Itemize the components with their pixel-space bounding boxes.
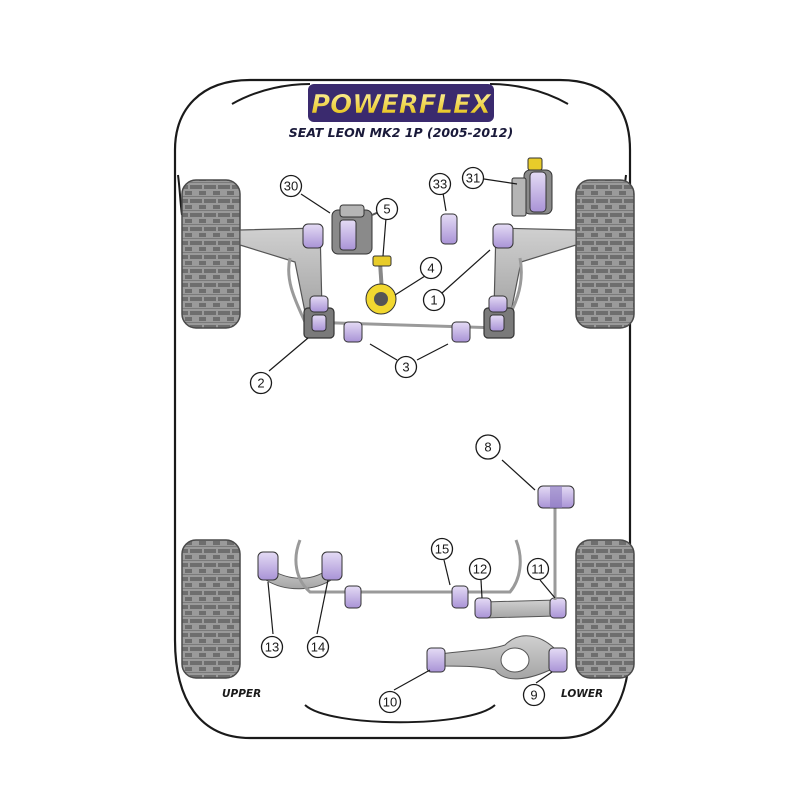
rear-anti-roll-bar — [294, 539, 522, 594]
engine-mount-icon — [331, 204, 389, 255]
callout-circle — [526, 557, 550, 581]
callout-number: 1 — [430, 293, 437, 308]
logo-text: POWERFLEX — [311, 90, 493, 120]
upper-label: UPPER — [222, 688, 261, 700]
callout-number: 31 — [466, 171, 480, 186]
callout-15: 15 — [430, 537, 454, 561]
leader-lines — [267, 178, 556, 691]
rear-lower-arm — [426, 635, 568, 680]
callout-number: 4 — [427, 261, 434, 276]
callout-circle — [279, 174, 303, 198]
front-right-rear-bush — [488, 295, 508, 313]
callout-1: 1 — [422, 288, 446, 312]
front-left-wheel — [181, 179, 241, 329]
front-left-subframe-mount — [303, 307, 335, 339]
gearbox-mount — [511, 157, 553, 217]
callout-circle — [375, 197, 399, 221]
callout-circle — [428, 172, 452, 196]
callout-33: 33 — [428, 172, 452, 196]
callout-number: 8 — [484, 440, 491, 455]
front-left-rear-bush — [309, 295, 329, 313]
front-right-subframe-mount — [483, 307, 515, 339]
callout-circle — [394, 355, 418, 379]
callout-number: 11 — [531, 562, 545, 577]
front-right-wishbone-bush — [492, 223, 514, 249]
callout-circle — [378, 690, 402, 714]
car-body-outline — [173, 78, 632, 740]
torque-link-insert — [365, 283, 397, 315]
callout-10: 10 — [378, 690, 402, 714]
callout-14: 14 — [306, 635, 330, 659]
callout-number: 9 — [530, 688, 537, 703]
callout-number: 2 — [257, 376, 264, 391]
callout-circle — [260, 635, 284, 659]
callout-circle — [468, 557, 492, 581]
callout-5: 5 — [375, 197, 399, 221]
front-left-wishbone-bush — [302, 223, 324, 249]
vehicle-subtitle: SEAT LEON MK2 1P (2005-2012) — [289, 125, 513, 140]
callout-number: 14 — [311, 640, 325, 655]
callout-circle — [461, 166, 485, 190]
rear-left-wheel — [181, 539, 241, 679]
callout-circle — [422, 288, 446, 312]
callout-4: 4 — [419, 256, 443, 280]
callout-circle — [522, 683, 546, 707]
powerflex-logo: POWERFLEX — [308, 84, 494, 122]
rear-drop-link — [537, 485, 575, 600]
callout-31: 31 — [461, 166, 485, 190]
callout-number: 15 — [435, 542, 449, 557]
callout-9: 9 — [522, 683, 546, 707]
callout-number: 5 — [383, 202, 390, 217]
front-arb-bush-right — [451, 321, 471, 343]
callout-number: 30 — [284, 179, 298, 194]
callout-30: 30 — [279, 174, 303, 198]
callout-11: 11 — [526, 557, 550, 581]
callout-number: 33 — [433, 177, 447, 192]
callout-circle — [430, 537, 454, 561]
callout-3: 3 — [394, 355, 418, 379]
callout-circle — [475, 434, 501, 460]
callout-number: 10 — [383, 695, 397, 710]
rear-upper-arm-bush-outer — [321, 551, 343, 581]
front-right-wheel — [575, 179, 635, 329]
callout-number: 3 — [402, 360, 409, 375]
rear-right-wheel — [575, 539, 635, 679]
callout-12: 12 — [468, 557, 492, 581]
callout-number: 12 — [473, 562, 487, 577]
callout-13: 13 — [260, 635, 284, 659]
callout-circle — [306, 635, 330, 659]
rear-upper-arm-bush-inner — [257, 551, 279, 581]
callout-circle — [419, 256, 443, 280]
lower-label: LOWER — [561, 688, 603, 700]
rear-arb-bush-left — [344, 585, 362, 609]
front-arb-bush-left — [343, 321, 363, 343]
rear-toe-arm — [474, 597, 567, 619]
dogbone-bush — [440, 213, 458, 245]
callout-2: 2 — [249, 371, 273, 395]
rear-arb-bush-right — [451, 585, 469, 609]
front-anti-roll-bar — [287, 257, 523, 330]
callout-8: 8 — [475, 434, 501, 460]
callout-circle — [249, 371, 273, 395]
callout-number: 13 — [265, 640, 279, 655]
